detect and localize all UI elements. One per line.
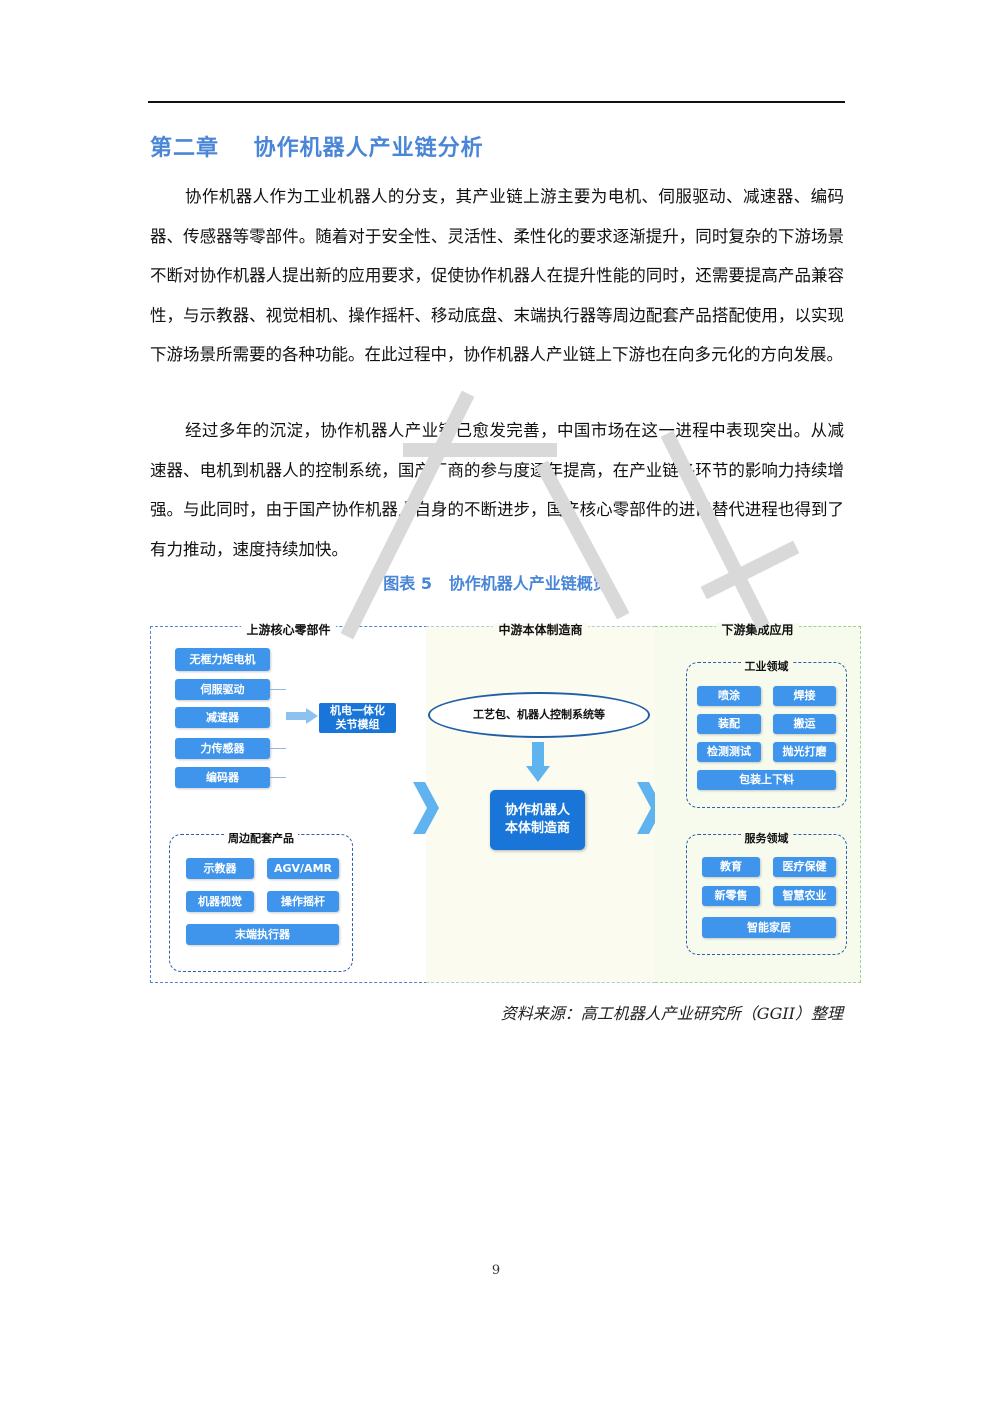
component-servo-drive: 伺服驱动 <box>175 679 270 700</box>
component-reducer: 减速器 <box>175 707 270 728</box>
control-system-oval: 工艺包、机器人控制系统等 <box>428 692 650 738</box>
joint-module-box: 机电一体化 关节模组 <box>319 703 396 733</box>
app-polishing: 抛光打磨 <box>773 742 836 762</box>
peripheral-end-effector: 末端执行器 <box>186 924 339 945</box>
paragraph-2: 经过多年的沉淀，协作机器人产业链已愈发完善，中国市场在这一进程中表现突出。从减速… <box>150 421 844 559</box>
app-healthcare: 医疗保健 <box>773 857 836 877</box>
peripheral-agv-amr: AGV/AMR <box>267 858 339 879</box>
core-line2: 本体制造商 <box>504 821 570 836</box>
figure-title: 图表 5 协作机器人产业链概览 <box>383 574 609 593</box>
chapter-title: 第二章 协作机器人产业链分析 <box>150 136 484 161</box>
app-handling: 搬运 <box>773 714 836 734</box>
connector-line <box>270 777 286 778</box>
service-title: 服务领域 <box>740 832 793 845</box>
peripheral-joystick: 操作摇杆 <box>267 891 339 912</box>
app-welding: 焊接 <box>773 686 836 706</box>
service-group: 服务领域 教育 医疗保健 新零售 智慧农业 智能家居 <box>686 832 847 955</box>
header-rule <box>148 101 845 103</box>
app-smart-home: 智能家居 <box>702 917 836 938</box>
app-inspection: 检测测试 <box>697 742 761 762</box>
downstream-title: 下游集成应用 <box>716 623 799 637</box>
app-spraying: 喷涂 <box>697 686 761 706</box>
connector-line <box>270 748 286 749</box>
peripheral-teach-pendant: 示教器 <box>186 858 254 879</box>
upstream-column: 上游核心零部件 无框力矩电机 伺服驱动 减速器 力传感器 编码器 机电一体化 关… <box>150 623 427 983</box>
down-arrow-icon <box>526 742 550 782</box>
industrial-group: 工业领域 喷涂 焊接 装配 搬运 检测测试 抛光打磨 包装上下料 <box>686 660 847 808</box>
component-encoder: 编码器 <box>175 767 270 788</box>
connector-line <box>270 689 286 690</box>
peripheral-machine-vision: 机器视觉 <box>186 891 254 912</box>
core-manufacturer-box: 协作机器人 本体制造商 <box>490 790 585 850</box>
core-line1: 协作机器人 <box>504 803 570 818</box>
chevron-right-icon <box>413 782 439 834</box>
industry-chain-diagram: 上游核心零部件 无框力矩电机 伺服驱动 减速器 力传感器 编码器 机电一体化 关… <box>150 623 862 983</box>
component-force-sensor: 力传感器 <box>175 738 270 759</box>
page-number: 9 <box>491 1263 501 1278</box>
app-packaging: 包装上下料 <box>697 770 836 790</box>
peripheral-title: 周边配套产品 <box>224 832 298 845</box>
joint-module-line2: 关节模组 <box>335 718 380 731</box>
industrial-title: 工业领域 <box>740 660 793 673</box>
app-new-retail: 新零售 <box>702 886 760 906</box>
component-frameless-motor: 无框力矩电机 <box>175 648 270 671</box>
midstream-title: 中游本体制造商 <box>493 623 588 637</box>
upstream-title: 上游核心零部件 <box>241 623 336 637</box>
right-arrow-icon <box>286 708 318 724</box>
peripheral-group: 周边配套产品 示教器 AGV/AMR 机器视觉 操作摇杆 末端执行器 <box>169 832 353 972</box>
paragraph-1: 协作机器人作为工业机器人的分支，其产业链上游主要为电机、伺服驱动、减速器、编码器… <box>150 187 844 364</box>
source-note: 资料来源：高工机器人产业研究所（GGII）整理 <box>500 1004 843 1023</box>
app-smart-agriculture: 智慧农业 <box>773 886 836 906</box>
downstream-column: 下游集成应用 工业领域 喷涂 焊接 装配 搬运 检测测试 抛光打磨 包装上下料 … <box>655 623 861 983</box>
app-education: 教育 <box>702 857 760 877</box>
app-assembly: 装配 <box>697 714 761 734</box>
joint-module-line1: 机电一体化 <box>330 704 385 717</box>
